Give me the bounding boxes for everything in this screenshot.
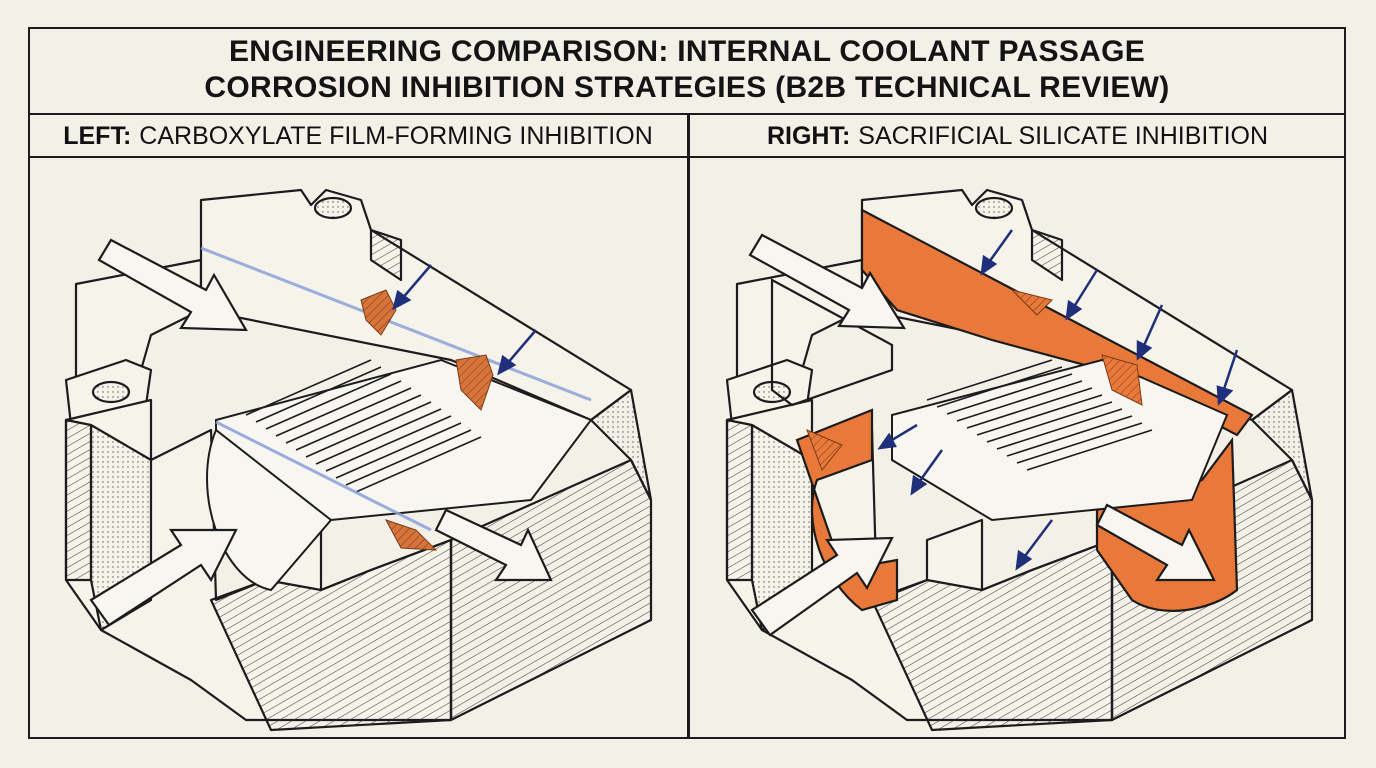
title-line-2: CORROSION INHIBITION STRATEGIES (B2B TEC… bbox=[204, 71, 1170, 104]
right-cutaway-illustration bbox=[725, 188, 1314, 732]
coolant-flow-arrows bbox=[89, 238, 553, 627]
coolant-flow-arrows bbox=[748, 233, 1216, 637]
cooling-fins bbox=[926, 359, 1153, 471]
title-banner: ENGINEERING COMPARISON: INTERNAL COOLANT… bbox=[28, 27, 1346, 115]
inhibitor-arrows bbox=[877, 229, 1239, 571]
right-panel-label: SACRIFICIAL SILICATE INHIBITION bbox=[858, 121, 1269, 150]
cooling-fins bbox=[245, 359, 482, 493]
rust-spots bbox=[806, 289, 1143, 471]
left-cutaway-illustration bbox=[64, 188, 653, 732]
title-line-1: ENGINEERING COMPARISON: INTERNAL COOLANT… bbox=[228, 35, 1146, 68]
film-layer bbox=[200, 246, 592, 532]
left-panel-header: LEFT: CARBOXYLATE FILM-FORMING INHIBITIO… bbox=[28, 115, 688, 158]
right-panel-prefix: RIGHT: bbox=[766, 121, 851, 150]
left-panel-prefix: LEFT: bbox=[63, 121, 132, 150]
right-panel-header: RIGHT: SACRIFICIAL SILICATE INHIBITION bbox=[689, 115, 1346, 158]
inhibitor-arrows bbox=[392, 264, 537, 376]
left-panel-label: CARBOXYLATE FILM-FORMING INHIBITION bbox=[139, 121, 653, 150]
panel-divider bbox=[687, 115, 690, 739]
housing-block bbox=[64, 188, 653, 732]
coolant-channel bbox=[206, 358, 593, 592]
rust-spots bbox=[360, 289, 494, 551]
